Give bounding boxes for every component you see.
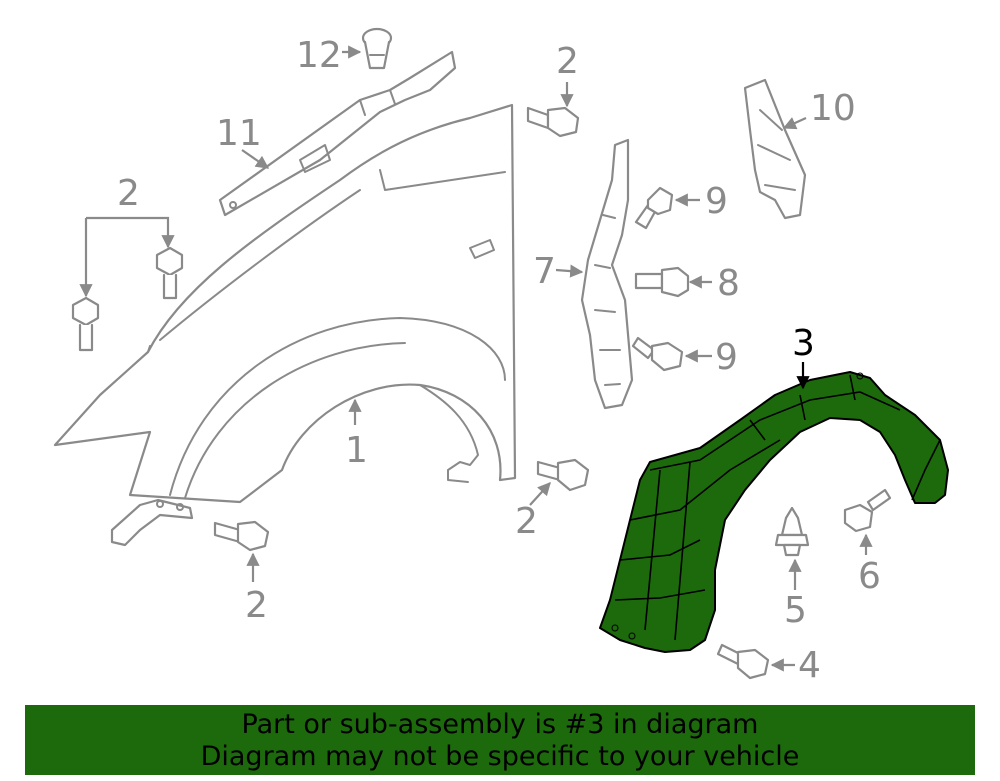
bolt-part-8 bbox=[634, 266, 690, 298]
callout-12: 12 bbox=[296, 35, 342, 76]
clip-part-5 bbox=[774, 506, 810, 557]
callout-7: 7 bbox=[533, 251, 556, 292]
callout-2-top: 2 bbox=[556, 41, 579, 82]
banner-line-1: Part or sub-assembly is #3 in diagram bbox=[241, 709, 759, 740]
bolt-part-2-mid bbox=[536, 458, 590, 492]
callout-2-mid: 2 bbox=[515, 501, 538, 542]
callout-2-left: 2 bbox=[117, 173, 140, 214]
seal-part-10 bbox=[743, 78, 807, 220]
fender-liner-part-3 bbox=[599, 371, 949, 653]
bracket-part-7 bbox=[580, 138, 634, 410]
callout-3: 3 bbox=[792, 323, 815, 364]
callout-5: 5 bbox=[784, 590, 807, 631]
info-banner: Part or sub-assembly is #3 in diagram Di… bbox=[25, 705, 975, 775]
parts-diagram: 12 11 2 2 7 1 2 2 9 8 9 10 3 5 6 4 bbox=[53, 27, 949, 686]
banner-line-2: Diagram may not be specific to your vehi… bbox=[200, 741, 800, 772]
callout-10: 10 bbox=[810, 88, 856, 129]
callout-9-top: 9 bbox=[705, 181, 728, 222]
bolt-part-9-top bbox=[634, 186, 674, 230]
bolt-part-2-bottom bbox=[213, 520, 270, 552]
clip-part-12 bbox=[361, 27, 393, 70]
callout-6: 6 bbox=[858, 556, 881, 597]
bolt-part-2-left-b bbox=[71, 296, 100, 352]
leader-lines bbox=[79, 45, 873, 672]
bolt-part-4 bbox=[716, 643, 770, 680]
callout-4: 4 bbox=[798, 645, 821, 686]
bolt-part-2-left-a bbox=[155, 246, 184, 300]
callout-2-bottom: 2 bbox=[245, 585, 268, 626]
fender-part-1 bbox=[53, 103, 517, 547]
rail-bracket-part-11 bbox=[218, 50, 457, 217]
callout-8: 8 bbox=[717, 263, 740, 304]
bolt-part-6 bbox=[843, 488, 892, 533]
callout-1: 1 bbox=[345, 430, 368, 471]
callout-11: 11 bbox=[216, 113, 262, 154]
bolt-part-2-top bbox=[526, 106, 580, 138]
callout-9-bottom: 9 bbox=[715, 337, 738, 378]
bolt-part-9-bottom bbox=[631, 336, 684, 372]
